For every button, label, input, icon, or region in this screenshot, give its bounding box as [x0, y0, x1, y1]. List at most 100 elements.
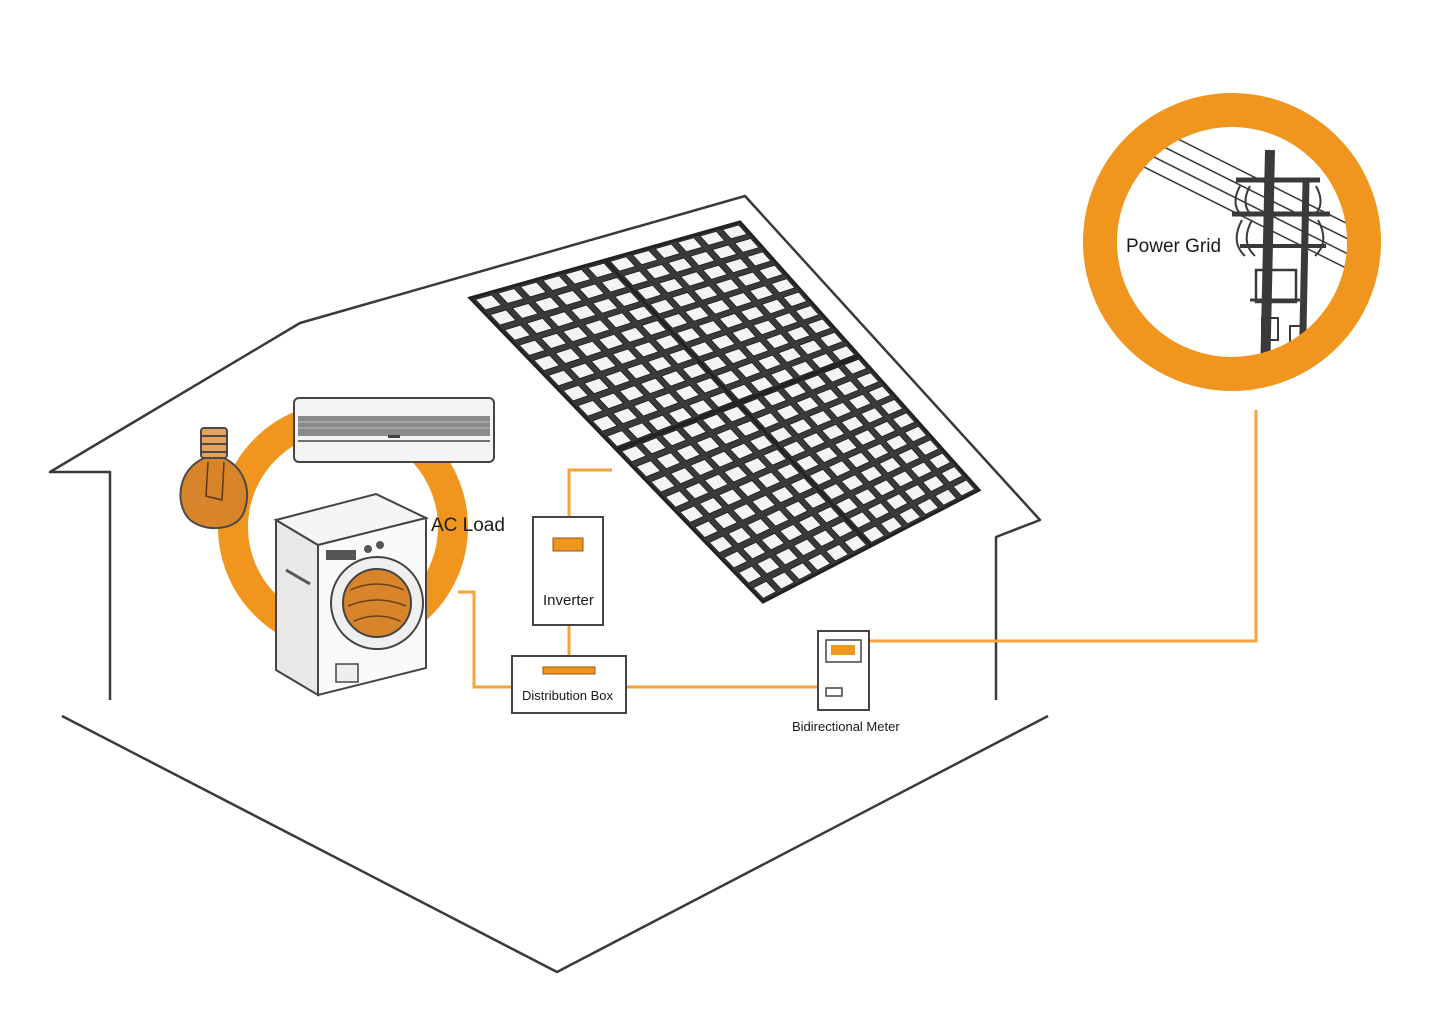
solar-cell: [782, 382, 808, 399]
solar-cell: [689, 251, 716, 267]
solar-cell: [765, 509, 790, 527]
solar-cell: [503, 324, 532, 341]
solar-cell: [872, 420, 897, 438]
solar-cell: [909, 461, 933, 479]
solar-cell: [879, 516, 904, 534]
solar-cell: [788, 562, 813, 581]
solar-cell: [619, 326, 646, 343]
solar-cell: [695, 377, 721, 394]
solar-cell: [654, 334, 681, 351]
solar-cell: [786, 325, 811, 342]
solar-cell: [743, 457, 768, 475]
solar-cell: [576, 340, 603, 357]
solar-cell: [606, 430, 633, 447]
solar-cell: [727, 292, 753, 308]
solar-cell: [590, 355, 617, 372]
solar-cell: [872, 479, 896, 497]
solar-cell: [636, 284, 663, 301]
solar-cell: [762, 448, 788, 466]
solar-cell: [749, 376, 775, 393]
solar-cell: [861, 525, 886, 543]
solar-cell: [718, 313, 745, 329]
solar-cell: [770, 486, 795, 504]
solar-cell: [715, 369, 741, 386]
solar-cell: [770, 278, 796, 294]
solar-cell: [542, 275, 570, 291]
house-outline: [48, 194, 1049, 974]
solar-cell: [811, 529, 836, 547]
wire-meter-grid: [869, 410, 1258, 643]
solar-cell: [597, 333, 625, 350]
solar-cell: [694, 520, 719, 538]
solar-cell: [708, 535, 734, 554]
solar-cell: [834, 437, 858, 455]
solar-cell: [746, 251, 772, 267]
solar-cell: [591, 415, 618, 432]
wire-load-distribution: [458, 590, 512, 689]
solar-cell: [749, 434, 774, 452]
solar-cell: [684, 306, 710, 322]
solar-cell: [533, 296, 561, 313]
solar-cell: [679, 505, 705, 523]
solar-cell: [761, 298, 787, 315]
solar-cell: [782, 291, 808, 307]
solar-cell: [699, 230, 726, 246]
solar-cell: [724, 258, 750, 274]
solar-cell: [879, 399, 904, 416]
solar-cell: [735, 420, 761, 437]
solar-cell: [742, 398, 768, 415]
solar-cell: [732, 503, 757, 521]
solar-cell: [846, 451, 871, 469]
distribution-box-label: Distribution Box: [522, 688, 614, 703]
inverter-label: Inverter: [543, 592, 594, 609]
wiring: [458, 410, 1258, 689]
solar-cell: [674, 384, 700, 402]
solar-cell: [562, 326, 589, 343]
solar-cell: [698, 497, 724, 515]
solar-cell: [885, 493, 909, 511]
solar-cell: [641, 437, 667, 455]
solar-cell: [843, 534, 867, 553]
solar-cell: [518, 339, 546, 356]
solar-cell: [835, 380, 860, 397]
solar-cell: [653, 392, 680, 409]
solar-cell: [865, 443, 890, 460]
solar-cell: [626, 422, 653, 440]
solar-cell: [916, 439, 940, 456]
solar-cell: [878, 456, 902, 474]
solar-cell: [758, 264, 784, 280]
solar-cell: [570, 304, 597, 321]
solar-cell: [773, 312, 799, 328]
solar-cell: [779, 523, 804, 542]
solar-cell: [756, 354, 782, 371]
solar-cell: [646, 355, 673, 372]
solar-cell: [733, 238, 760, 253]
solar-cell: [664, 490, 691, 508]
solar-cell: [695, 436, 721, 453]
solar-cell: [667, 257, 694, 273]
solar-cell: [633, 399, 659, 417]
solar-cell: [474, 294, 503, 311]
solar-cell: [922, 475, 945, 492]
solar-cell: [554, 347, 582, 364]
solar-cell: [741, 541, 767, 560]
solar-cell: [680, 271, 707, 287]
solar-cell: [709, 450, 735, 468]
solar-cell: [828, 401, 853, 419]
solar-cell: [676, 237, 704, 253]
solar-cell: [703, 473, 729, 491]
solar-cell: [684, 482, 710, 500]
solar-cell: [853, 429, 877, 446]
solar-cell: [853, 488, 878, 506]
solar-cell: [855, 372, 880, 389]
solar-cell: [808, 410, 833, 427]
solar-cell: [916, 497, 940, 515]
solar-cell: [569, 362, 596, 379]
solar-cell: [564, 269, 592, 285]
solar-cell: [562, 384, 589, 402]
solar-cell: [620, 445, 647, 463]
solar-cell: [843, 358, 868, 375]
solar-cell: [819, 331, 844, 348]
solar-cell: [808, 468, 833, 486]
solar-cell: [793, 538, 818, 557]
